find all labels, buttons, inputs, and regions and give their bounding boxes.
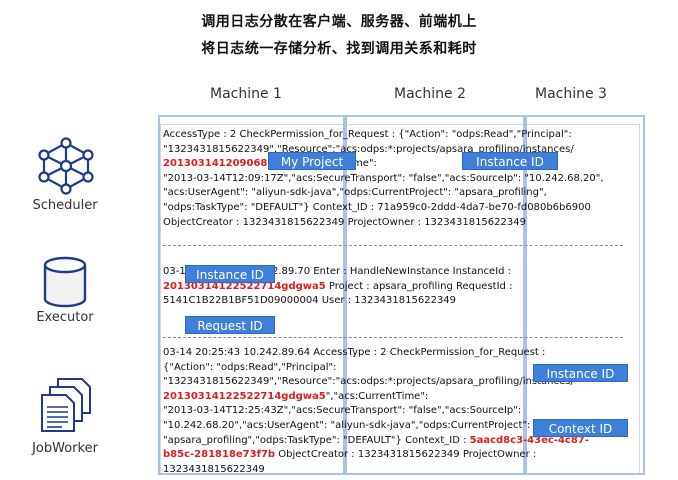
log-line: "odps:TaskType": "DEFAULT"} Context_ID :… <box>163 201 591 213</box>
header-line-1: 调用日志分散在客户端、服务器、前端机上 <box>201 14 477 30</box>
tag-request-id: Request ID <box>185 316 275 334</box>
context-id-highlight: 5aacd8c3-43ec-4c87- <box>469 434 589 446</box>
tag-instance-id-1: Instance ID <box>462 152 558 170</box>
tag-instance-id-2: Instance ID <box>185 265 275 283</box>
context-id-highlight: b85c-281818e73f7b <box>163 449 276 461</box>
log-line: "apsara_profiling","odps:TaskType": "DEF… <box>163 434 589 446</box>
log-line: 1323431815622349 <box>163 463 265 475</box>
log-line: "10.242.68.20","acs:UserAgent": "aliyun-… <box>163 419 531 431</box>
log-line: 5141C1B22B1BF51D09000004 User : 13234318… <box>163 295 457 307</box>
header-line-2: 将日志统一存储分析、找到调用关系和耗时 <box>201 41 477 57</box>
log-line: "1323431815622349","Resource":"acs:odps:… <box>163 376 574 388</box>
log-line: b85c-281818e73f7b ObjectCreator : 132343… <box>163 449 537 461</box>
tag-instance-id-3: Instance ID <box>533 364 628 382</box>
executor-label: Executor <box>36 310 94 325</box>
machine-2-label: Machine 2 <box>394 86 466 102</box>
scheduler-log: AccessType : 2 CheckPermission_for_Reque… <box>163 128 604 230</box>
machine-3-label: Machine 3 <box>535 86 607 102</box>
tag-my-project: My Project <box>268 152 356 170</box>
machine-2-column <box>345 115 525 475</box>
log-line: "2013-03-14T12:25:43Z","acs:SecureTransp… <box>163 405 522 417</box>
separator-1 <box>163 245 623 246</box>
separator-2 <box>163 337 623 338</box>
log-line: 03-14 20:25:43 10.242.89.70 Enter : Hand… <box>163 266 512 277</box>
jobworker-label: JobWorker <box>32 441 98 456</box>
instance-id-highlight: 20130314122522714gdgwa5 <box>163 280 326 292</box>
tag-context-id: Context ID <box>533 419 628 437</box>
executor-database-icon <box>43 256 87 308</box>
log-line: ObjectCreator : 1323431815622349 Project… <box>163 216 526 228</box>
machine-1-column <box>158 115 345 475</box>
log-line: 03-14 20:25:43 10.242.89.64 AccessType :… <box>163 347 546 358</box>
log-line: "acs:UserAgent": "aliyun-sdk-java","odps… <box>163 187 547 199</box>
jobworker-log: 03-14 20:25:43 10.242.89.64 AccessType :… <box>163 346 589 477</box>
executor-log: 03-14 20:25:43 10.242.89.70 Enter : Hand… <box>163 265 512 309</box>
log-line: {"Action": "odps:Read","Principal": <box>163 361 337 373</box>
jobworker-documents-icon <box>41 378 91 432</box>
log-line: "2013-03-14T12:09:17Z","acs:SecureTransp… <box>163 172 604 184</box>
instance-id-highlight: 20130314122522714gdgwa5 <box>163 390 326 402</box>
log-line: AccessType : 2 CheckPermission_for_Reque… <box>163 129 572 140</box>
scheduler-network-icon <box>38 137 94 195</box>
log-line: 20130314122522714gdgwa5 Project : apsara… <box>163 280 513 292</box>
log-line: "1323431815622349","Resource":"acs:odps:… <box>163 143 574 155</box>
instance-id-highlight: 2013031412090682 <box>163 158 275 170</box>
machine-3-column <box>525 115 645 475</box>
log-line: 20130314122522714gdgwa5","acs:CurrentTim… <box>163 390 429 402</box>
scheduler-label: Scheduler <box>32 198 98 213</box>
machine-1-label: Machine 1 <box>210 86 282 102</box>
